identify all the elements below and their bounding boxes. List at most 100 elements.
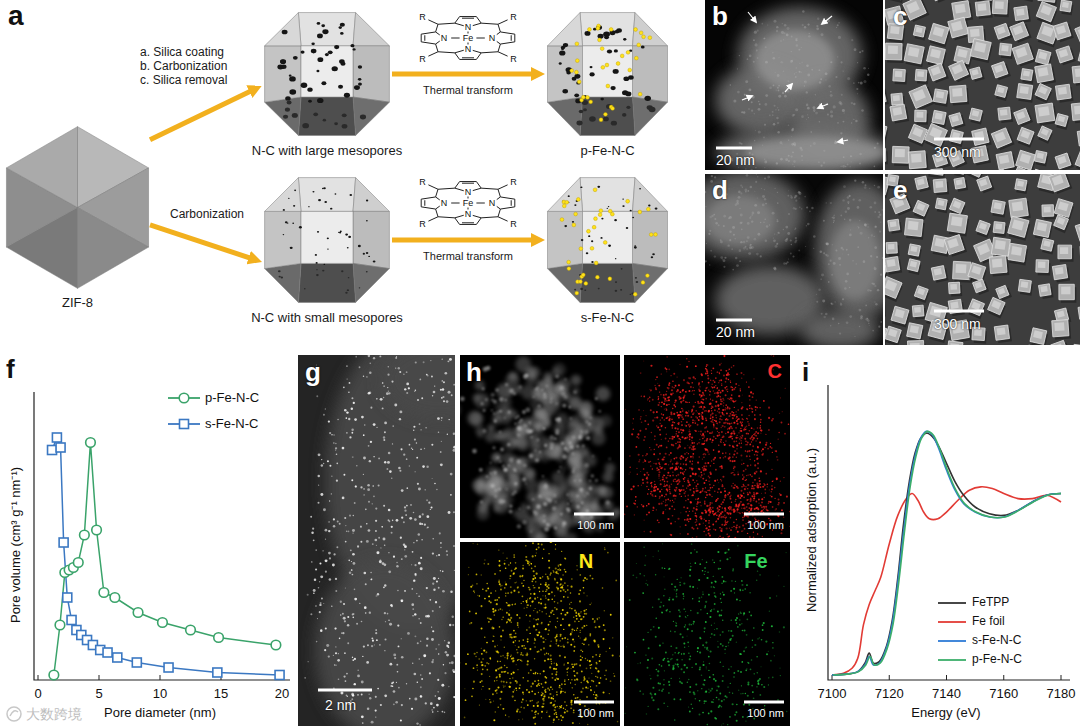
haadf-image bbox=[361, 693, 363, 695]
haadf-image bbox=[390, 604, 392, 606]
sem-image bbox=[975, 1, 990, 16]
tem-image bbox=[787, 80, 789, 82]
tem-image bbox=[833, 215, 835, 217]
tem-image bbox=[833, 222, 834, 223]
haadf-image bbox=[395, 357, 397, 359]
sem-image bbox=[912, 127, 923, 137]
sem-image bbox=[1035, 49, 1051, 65]
tem-image bbox=[778, 90, 780, 92]
tem-image bbox=[858, 199, 861, 202]
sem-image bbox=[890, 104, 907, 121]
sem-image bbox=[999, 43, 1012, 56]
tem-image bbox=[795, 39, 797, 41]
haadf-image bbox=[416, 722, 418, 724]
tem-image bbox=[806, 225, 808, 227]
sem-image bbox=[885, 148, 886, 161]
haadf-image bbox=[348, 530, 350, 532]
haadf-image bbox=[315, 605, 316, 606]
sem-image bbox=[1014, 108, 1030, 124]
sem-image bbox=[1038, 67, 1049, 77]
haadf-image bbox=[344, 652, 346, 654]
sem-image bbox=[991, 127, 1014, 151]
haadf-image bbox=[453, 384, 455, 386]
haadf-image bbox=[414, 518, 417, 521]
sem-image bbox=[915, 69, 927, 81]
sem-image bbox=[950, 302, 958, 309]
haadf-image bbox=[413, 430, 414, 431]
tem-image bbox=[755, 43, 758, 46]
sem-image bbox=[1058, 87, 1067, 95]
haadf-image bbox=[318, 453, 321, 456]
tem-image bbox=[877, 186, 880, 189]
sem-image bbox=[1014, 6, 1031, 24]
haadf-image bbox=[383, 397, 384, 398]
tem-image bbox=[839, 332, 841, 334]
sem-image bbox=[992, 0, 1007, 14]
tem-image bbox=[855, 263, 857, 265]
haadf-image bbox=[387, 387, 388, 388]
tem-image bbox=[745, 191, 747, 193]
sem-image bbox=[928, 23, 951, 47]
tem-image bbox=[874, 236, 875, 237]
sem-image bbox=[885, 0, 1080, 170]
haadf-image bbox=[317, 502, 319, 504]
haadf-image bbox=[396, 664, 398, 666]
tem-image bbox=[860, 317, 863, 320]
tem-image bbox=[787, 232, 790, 235]
haadf-image bbox=[602, 472, 613, 483]
tem-image bbox=[869, 325, 870, 326]
haadf-image bbox=[320, 602, 322, 604]
tem-image bbox=[791, 136, 792, 137]
sem-image bbox=[885, 123, 887, 143]
haadf-image bbox=[398, 687, 400, 689]
haadf-image bbox=[393, 653, 396, 656]
haadf-image bbox=[310, 613, 312, 615]
sem-image bbox=[935, 181, 943, 188]
haadf-image bbox=[433, 577, 436, 580]
haadf-image bbox=[351, 561, 352, 562]
haadf-image bbox=[334, 664, 335, 665]
sem-image bbox=[1001, 45, 1008, 51]
haadf-image bbox=[412, 551, 414, 553]
tem-image bbox=[728, 188, 729, 189]
tem-image bbox=[757, 233, 760, 236]
tem-image bbox=[858, 227, 860, 229]
tem-image bbox=[795, 76, 797, 78]
tem-image bbox=[777, 131, 779, 133]
haadf-image bbox=[352, 659, 354, 661]
tem-image bbox=[746, 248, 748, 250]
tem-image bbox=[830, 325, 831, 326]
sem-image bbox=[935, 112, 943, 119]
sem-image bbox=[1042, 205, 1054, 217]
haadf-image bbox=[397, 671, 399, 673]
haadf-image bbox=[392, 425, 394, 427]
tem-image bbox=[855, 120, 857, 122]
tem-image bbox=[775, 72, 776, 73]
sem-image bbox=[1071, 102, 1080, 123]
haadf-image bbox=[435, 695, 437, 697]
haadf-image bbox=[354, 683, 356, 685]
tem-image bbox=[864, 224, 867, 227]
haadf-image bbox=[384, 544, 386, 546]
tem-image bbox=[740, 214, 743, 217]
sem-image bbox=[887, 259, 896, 267]
sem-image bbox=[950, 343, 959, 345]
tem-image bbox=[799, 71, 801, 73]
haadf-image bbox=[432, 552, 434, 554]
tem-image bbox=[784, 95, 787, 98]
sem-image bbox=[1055, 152, 1074, 170]
haadf-image bbox=[391, 477, 393, 479]
haadf-image bbox=[446, 654, 449, 657]
tem-image bbox=[777, 107, 779, 109]
haadf-image bbox=[445, 651, 447, 653]
haadf-image bbox=[375, 539, 378, 542]
tem-image bbox=[871, 234, 873, 236]
sem-image bbox=[904, 44, 927, 67]
haadf-image bbox=[409, 698, 411, 700]
haadf-image bbox=[453, 432, 455, 435]
haadf-image bbox=[500, 413, 511, 424]
sem-image bbox=[991, 237, 1010, 256]
tem-image bbox=[819, 104, 821, 106]
sem-image bbox=[885, 256, 900, 272]
haadf-image bbox=[431, 661, 433, 663]
